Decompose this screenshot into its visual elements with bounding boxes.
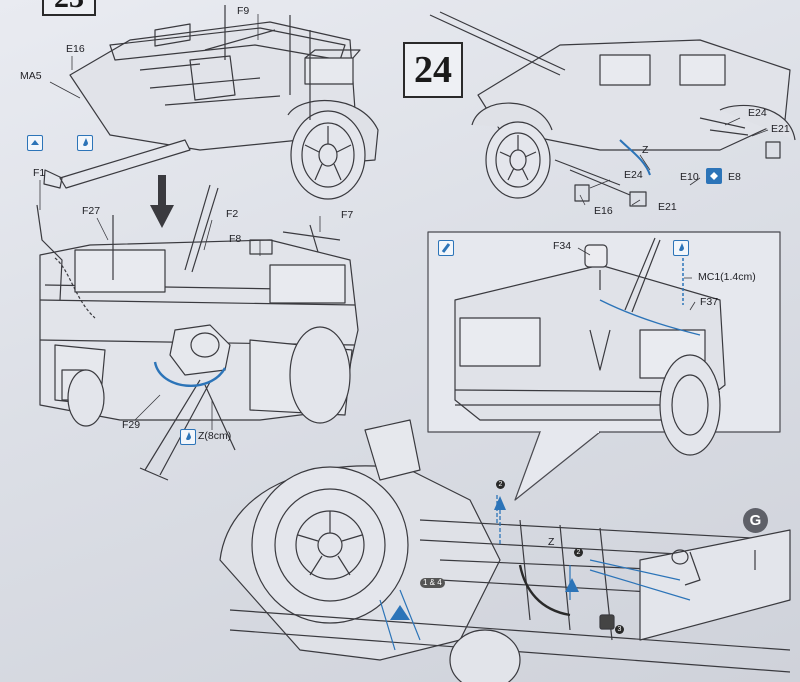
label-e16: E16: [594, 205, 613, 217]
label-e24: E24: [624, 169, 643, 181]
label-f29: F29: [122, 419, 141, 431]
leader-lines: [39, 14, 769, 430]
step-ref-2: 2: [496, 480, 505, 489]
label-f8: F8: [229, 233, 242, 245]
label-mc1: MC1(1.4cm): [698, 271, 756, 283]
label-f27: F27: [82, 205, 101, 217]
step-number-24: 24: [403, 42, 463, 98]
direction-arrow-icon: [150, 175, 174, 228]
label-e21: E21: [771, 123, 790, 135]
label-e8: E8: [728, 171, 741, 183]
drop-icon: [77, 135, 93, 151]
label-z-8cm: Z(8cm): [198, 430, 232, 442]
step-ref-3: 3: [615, 625, 624, 634]
drop-icon: [673, 240, 689, 256]
step-ref-2: 2: [574, 548, 583, 557]
cement-icon: [438, 240, 454, 256]
detail-inset: [427, 231, 781, 501]
label-e16: E16: [66, 43, 85, 55]
cut-icon: [706, 168, 722, 184]
label-f1: F1: [33, 167, 46, 179]
step-ref-1-and-4: 1 & 4: [420, 578, 445, 588]
drop-icon: [180, 429, 196, 445]
step-number-23: 23: [42, 0, 96, 16]
label-f2: F2: [226, 208, 239, 220]
cement-icon: [27, 135, 43, 151]
label-z: Z: [642, 144, 649, 156]
step23-trailer-drawing: [43, 5, 379, 200]
sub-part-g-badge: G: [743, 508, 768, 533]
label-e10: E10: [680, 171, 699, 183]
bottom-chassis-drawing: [219, 419, 791, 682]
label-f34: F34: [553, 240, 572, 252]
label-f37: F37: [700, 296, 719, 308]
step23-lower-assembly-drawing: [36, 184, 359, 481]
label-f7: F7: [341, 209, 354, 221]
step24-trailer-drawing: [429, 11, 796, 207]
label-e21: E21: [658, 201, 677, 213]
label-f9: F9: [237, 5, 250, 17]
label-z: Z: [548, 536, 555, 548]
label-ma5: MA5: [20, 70, 42, 82]
label-e24: E24: [748, 107, 767, 119]
